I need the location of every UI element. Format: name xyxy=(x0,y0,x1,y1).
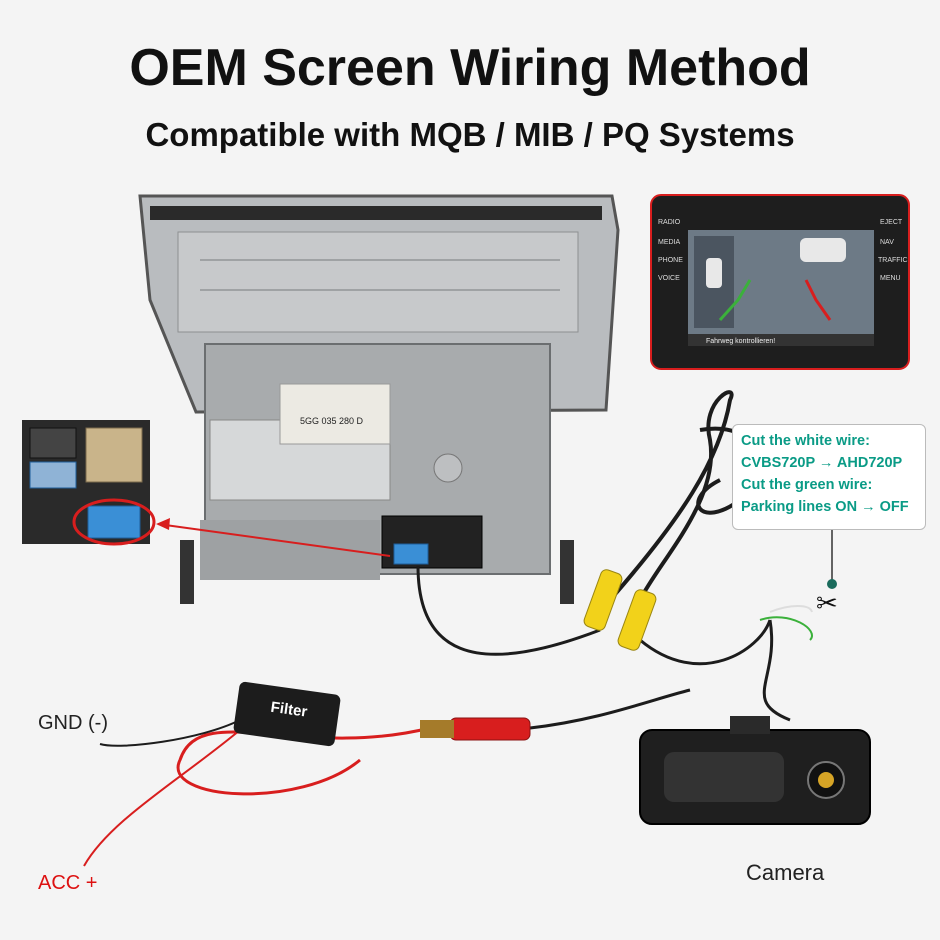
unit-part-number: 5GG 035 280 D xyxy=(300,416,364,426)
extension-cable-coil xyxy=(608,390,734,602)
note-white-wire-effect: CVBS720P → AHD720P xyxy=(741,455,903,471)
screen-btn-eject: EJECT xyxy=(880,219,903,226)
page-title: OEM Screen Wiring Method xyxy=(129,39,811,97)
note-green-wire-heading: Cut the green wire: xyxy=(741,477,873,493)
connector-inset xyxy=(22,420,391,557)
screen-btn-phone: PHONE xyxy=(658,257,683,264)
acc-label: ACC + xyxy=(38,872,98,894)
note-white-wire-heading: Cut the white wire: xyxy=(741,433,870,449)
camera-cable xyxy=(639,619,772,666)
green-wire xyxy=(759,616,813,641)
oem-screen xyxy=(650,194,910,370)
note-green-wire-effect: Parking lines ON → OFF xyxy=(741,499,909,515)
video-cable xyxy=(416,565,601,656)
screen-btn-radio: RADIO xyxy=(658,219,681,226)
camera-unit xyxy=(639,716,871,825)
rca-connectors xyxy=(420,569,657,741)
screen-btn-media: MEDIA xyxy=(658,239,681,246)
screen-btn-voice: VOICE xyxy=(658,275,680,282)
gnd-wire xyxy=(99,719,241,747)
camera-label: Camera xyxy=(746,860,825,885)
acc-wire xyxy=(83,729,241,867)
screen-btn-menu: MENU xyxy=(880,275,901,282)
filter-box xyxy=(233,681,341,747)
gnd-label: GND (-) xyxy=(38,712,108,734)
head-unit xyxy=(138,194,620,604)
wire-cut-note: Cut the white wire: CVBS720P → AHD720P C… xyxy=(732,424,926,530)
white-wire xyxy=(769,605,813,613)
filter-label: Filter xyxy=(270,699,309,721)
svg-text:✂: ✂ xyxy=(816,589,838,619)
screen-btn-traffic: TRAFFIC xyxy=(878,257,908,264)
screen-btn-nav: NAV xyxy=(880,239,894,246)
scissors-icon: ✂ xyxy=(816,530,838,619)
page-subtitle: Compatible with MQB / MIB / PQ Systems xyxy=(145,116,795,153)
screen-warning: Fahrweg kontrollieren! xyxy=(706,338,775,345)
